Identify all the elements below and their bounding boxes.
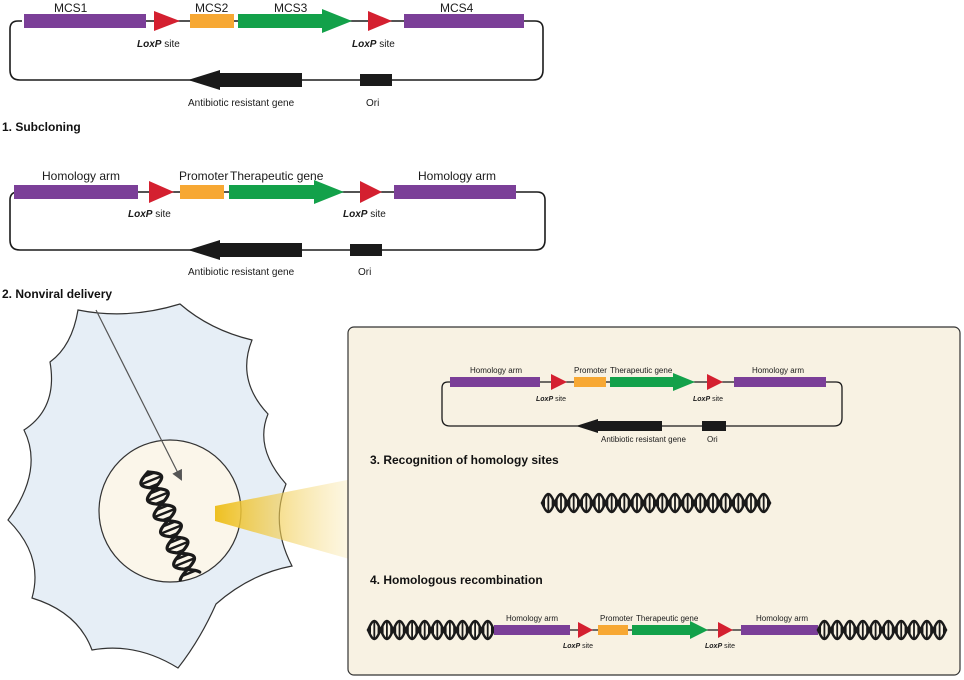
antibiotic-gene-label: Antibiotic resistant gene: [601, 435, 686, 444]
helix-rung: [167, 540, 189, 552]
plasmid-2: Homology arm LoxP site Promoter Therapeu…: [9, 169, 546, 278]
dna-helix-icon: [366, 619, 496, 641]
loxp-triangle-icon: [368, 11, 392, 31]
homology-arm-left: [494, 625, 570, 635]
panel-plasmid: Homology arm LoxP site Promoter Therapeu…: [441, 366, 843, 444]
dna-helix-icon: [540, 492, 772, 514]
homology-arm-label: Homology arm: [42, 169, 120, 183]
mcs1-segment: [24, 14, 146, 28]
dna-helix-icon: [816, 619, 948, 641]
therapeutic-gene-label: Therapeutic gene: [230, 169, 324, 183]
promoter-segment: [180, 185, 224, 199]
homology-arm-label: Homology arm: [756, 614, 808, 623]
homology-arm-left: [14, 185, 138, 199]
step-3-title: 3. Recognition of homology sites: [370, 453, 559, 467]
loxp-site-label: LoxP site: [352, 39, 395, 50]
step-2-title: 2. Nonviral delivery: [2, 287, 112, 301]
loxp-triangle-icon: [551, 374, 567, 390]
helix-rung: [140, 474, 162, 486]
promoter-label: Promoter: [574, 366, 607, 375]
plasmid-1-backbone: [9, 20, 544, 81]
helix-strand: [816, 619, 948, 641]
helix-rung: [153, 507, 176, 519]
delivery-arrow: [95, 309, 182, 481]
helix-rung: [173, 557, 195, 568]
helix-strand: [540, 492, 772, 514]
homology-arm-left: [450, 377, 540, 387]
homology-arm-right: [394, 185, 516, 199]
gene-arrow-icon: [632, 621, 708, 639]
homology-arm-right: [734, 377, 826, 387]
ori-label: Ori: [707, 435, 718, 444]
mcs1-label: MCS1: [54, 1, 88, 15]
plasmid-1: MCS1 LoxP site MCS2 MCS3 LoxP site MCS4 …: [9, 1, 544, 109]
zoom-beam: [215, 472, 388, 570]
gene-arrow-icon: [229, 180, 344, 204]
antibiotic-gene-arrow-icon: [188, 240, 302, 260]
step-4-title: 4. Homologous recombination: [370, 573, 543, 587]
ori-segment: [360, 74, 392, 86]
antibiotic-gene-label: Antibiotic resistant gene: [188, 98, 295, 109]
ori-segment: [702, 421, 726, 431]
loxp-site-label: LoxP site: [343, 209, 386, 220]
loxp-site-label: LoxP site: [693, 396, 723, 403]
loxp-triangle-icon: [707, 374, 723, 390]
homology-arm-label: Homology arm: [418, 169, 496, 183]
ori-segment: [350, 244, 382, 256]
antibiotic-gene-arrow-icon: [188, 70, 302, 90]
therapeutic-gene-label: Therapeutic gene: [636, 614, 699, 623]
mcs4-label: MCS4: [440, 1, 474, 15]
loxp-site-label: LoxP site: [563, 643, 593, 650]
helix-strand: [366, 619, 496, 641]
gene-arrow-icon: [610, 373, 695, 391]
homology-arm-label: Homology arm: [470, 366, 522, 375]
homology-arm-right: [741, 625, 818, 635]
promoter-label: Promoter: [600, 614, 633, 623]
loxp-triangle-icon: [718, 622, 733, 638]
loxp-triangle-icon: [154, 11, 180, 31]
mcs3-label: MCS3: [274, 1, 308, 15]
gene-arrow-icon: [238, 9, 352, 33]
helix-strand: [139, 470, 197, 582]
promoter-label: Promoter: [179, 169, 228, 183]
plasmid-2-backbone: [9, 191, 546, 251]
antibiotic-gene-arrow-icon: [576, 419, 662, 433]
loxp-site-label: LoxP site: [137, 39, 180, 50]
loxp-triangle-icon: [360, 181, 382, 203]
loxp-site-label: LoxP site: [705, 643, 735, 650]
homology-arm-label: Homology arm: [506, 614, 558, 623]
ori-label: Ori: [358, 267, 371, 278]
mcs2-label: MCS2: [195, 1, 229, 15]
helix-rung: [160, 524, 182, 535]
step-1-title: 1. Subcloning: [2, 120, 81, 134]
therapeutic-gene-label: Therapeutic gene: [610, 366, 673, 375]
recombined-insert: Homology arm LoxP site Promoter Therapeu…: [494, 614, 818, 650]
loxp-site-label: LoxP site: [536, 396, 566, 403]
helix-strand: [145, 470, 202, 574]
promoter-segment: [574, 377, 606, 387]
helix-rung: [147, 491, 169, 502]
antibiotic-gene-label: Antibiotic resistant gene: [188, 267, 295, 278]
mcs2-segment: [190, 14, 234, 28]
dna-helix-icon: [139, 470, 202, 582]
ori-label: Ori: [366, 98, 379, 109]
loxp-triangle-icon: [578, 622, 593, 638]
mcs4-segment: [404, 14, 524, 28]
loxp-site-label: LoxP site: [128, 209, 171, 220]
promoter-segment: [598, 625, 628, 635]
loxp-triangle-icon: [149, 181, 174, 203]
homology-arm-label: Homology arm: [752, 366, 804, 375]
